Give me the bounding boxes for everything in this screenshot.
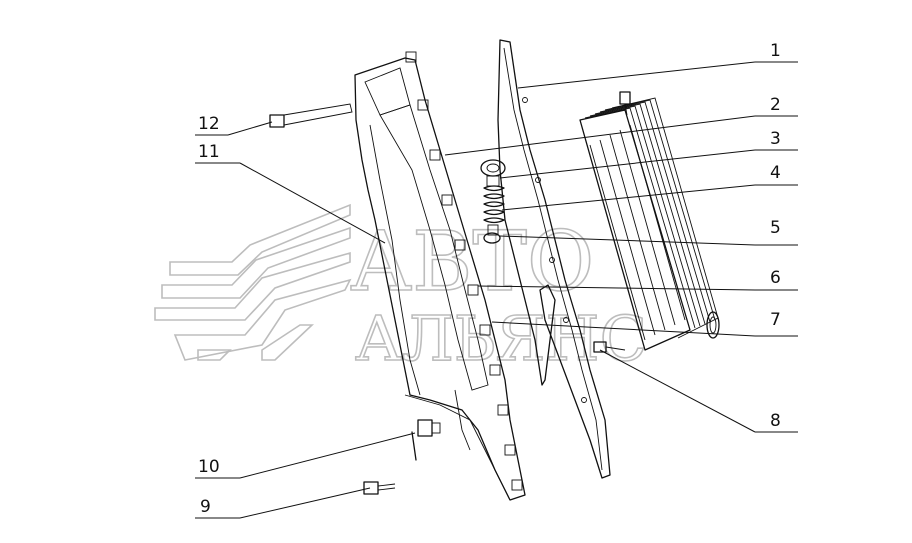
part-cooler-housing (354, 51, 526, 501)
callout-4: 4 (770, 163, 781, 183)
part-cooler-core (579, 91, 719, 351)
part-drain-cock (411, 419, 441, 461)
callout-5: 5 (770, 218, 781, 238)
part-valve-spring (480, 159, 506, 244)
callout-1: 1 (770, 41, 781, 61)
leader-lines (195, 61, 798, 519)
callout-2: 2 (770, 95, 781, 115)
callout-11: 11 (198, 142, 220, 162)
callout-12: 12 (198, 114, 220, 134)
watermark-line1: АВТО (350, 215, 594, 310)
callout-6: 6 (770, 268, 781, 288)
part-gasket (497, 39, 611, 479)
callout-10: 10 (198, 457, 220, 477)
housing-bolts (405, 51, 523, 491)
part-bolt-8 (593, 341, 626, 353)
callout-3: 3 (770, 129, 781, 149)
part-long-bolt (269, 103, 353, 128)
part-seal-ring (706, 311, 720, 339)
watermark-logo-icon (154, 203, 352, 361)
callout-8: 8 (770, 411, 781, 431)
callout-7: 7 (770, 310, 781, 330)
part-bolt-9 (363, 481, 396, 495)
callout-9: 9 (200, 497, 211, 517)
callout-labels: 1 2 3 4 5 6 7 8 9 10 11 12 (198, 41, 781, 517)
